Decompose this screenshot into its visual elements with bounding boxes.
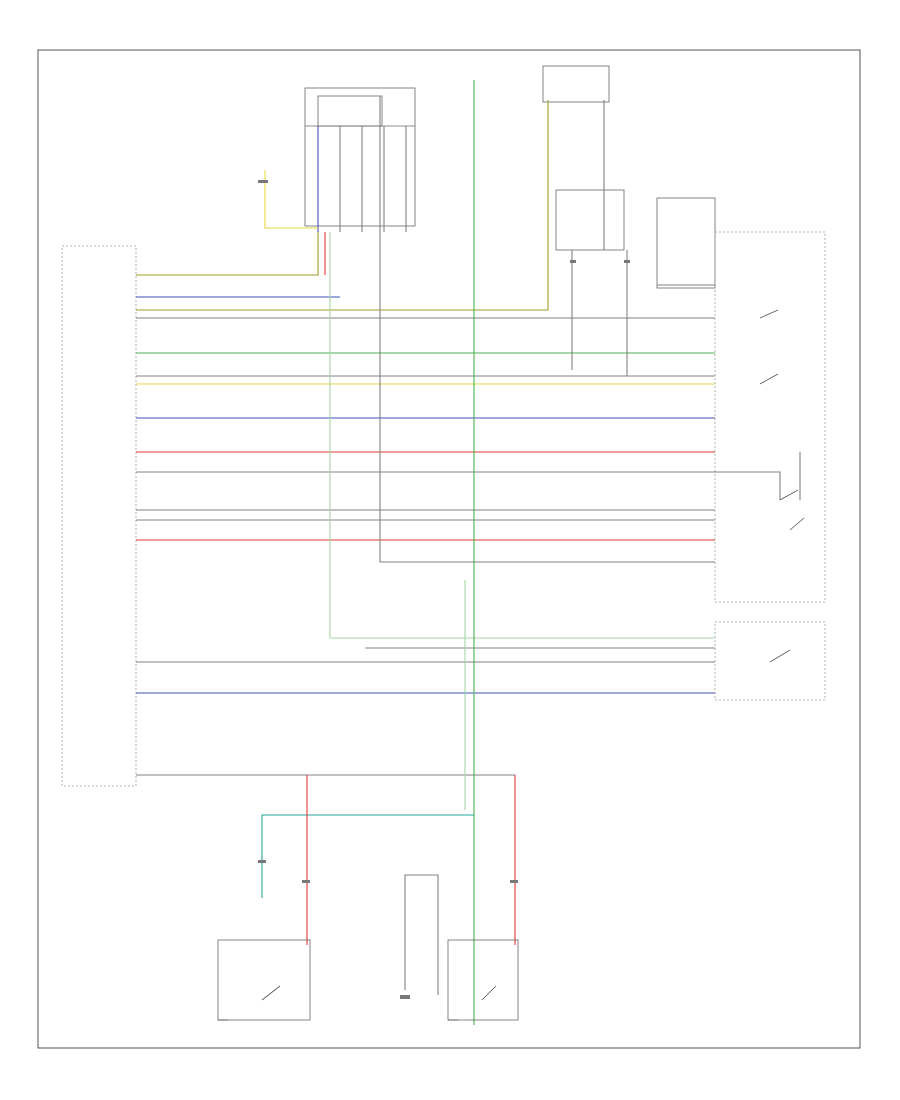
pin-1 — [258, 180, 268, 183]
top-relay — [317, 95, 383, 127]
wire-gray-right-loop — [715, 471, 781, 500]
switch-symbol-6 — [481, 985, 497, 1001]
wire-light-green-1 — [329, 232, 715, 639]
pin-6 — [510, 880, 518, 883]
right-module-outline — [656, 197, 716, 289]
top-right-component — [542, 65, 610, 103]
top-fuse-box — [304, 87, 416, 227]
harness-wires — [136, 96, 715, 776]
lower-left-switch-box — [217, 939, 311, 1021]
wire-gray-6 — [379, 96, 715, 563]
pin-5 — [302, 880, 310, 883]
switch-symbol-5 — [261, 985, 281, 1001]
pin-4 — [258, 860, 266, 863]
connector-pins — [258, 180, 630, 999]
pin-3 — [624, 260, 630, 263]
right-switch-stack — [714, 231, 826, 603]
switch-symbol-1 — [759, 309, 779, 319]
switch-symbol-4 — [769, 649, 791, 663]
pin-2 — [570, 260, 576, 263]
right-lower-switch — [714, 621, 826, 701]
diagram-border — [37, 49, 861, 1049]
top-right-connector — [555, 189, 625, 251]
wire-yellow-top — [264, 170, 318, 229]
control-module-outline — [61, 245, 137, 787]
wire-gray-lower-loop — [404, 874, 439, 995]
wire-olive-2 — [136, 100, 549, 311]
switch-symbol-3 — [779, 489, 805, 531]
switch-symbols — [261, 309, 805, 1001]
lower-right-switch-box — [447, 939, 519, 1021]
wire-olive-1 — [136, 232, 319, 276]
vertical-wires — [261, 80, 801, 1025]
pin-7 — [400, 995, 410, 999]
wire-teal-lower — [261, 814, 474, 898]
switch-symbol-2 — [759, 373, 779, 385]
